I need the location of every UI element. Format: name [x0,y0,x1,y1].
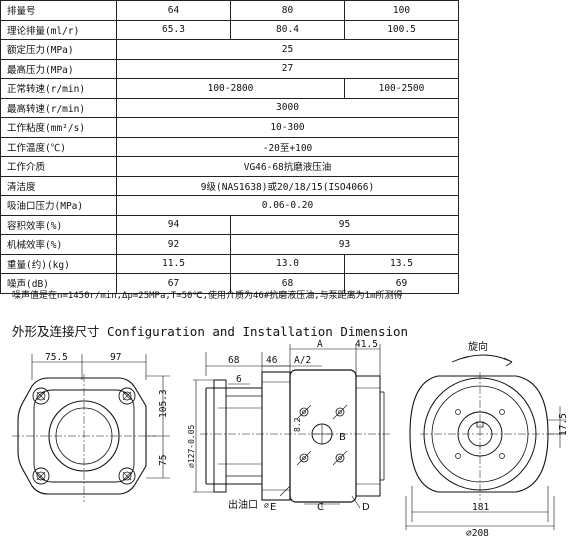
label-b: B [339,432,346,443]
table-row: 额定压力(MPa)25 [0,39,459,60]
dim-6: 6 [236,374,242,385]
dim-dia-127: ⌀127-0.05 [187,424,196,468]
row-label: 清洁度 [0,175,117,196]
dim-41-5: 41.5 [355,339,378,350]
row-label: 额定压力(MPa) [0,39,117,60]
table-cell: 100-2800 [116,78,345,99]
column-header: 100 [344,0,459,21]
row-label: 重量(约)(kg) [0,253,117,274]
table-cell: 68 [230,273,345,294]
table-cell: 25 [116,39,459,60]
label-outlet: 出油口 [228,498,258,511]
label-d: D [362,502,370,513]
row-label: 工作介质 [0,156,117,177]
dimension-drawing: 75.5 97 105.3 75 68 [12,339,569,536]
dim-8-2: 8.2 [293,417,302,432]
table-cell: 10-300 [116,117,459,138]
table-cell: 27 [116,58,459,79]
column-header: 64 [116,0,231,21]
table-cell: 95 [230,214,459,235]
table-cell: 11.5 [116,253,231,274]
dim-75: 75 [158,455,169,466]
row-label: 吸油口压力(MPa) [0,195,117,216]
section-title: 外形及连接尺寸 Configuration and Installation D… [12,324,409,339]
dim-46: 46 [266,355,278,366]
rear-view: 旋向 17.5 181 ⌀208 [405,340,569,536]
dim-105-3: 105.3 [158,389,169,418]
dim-68: 68 [228,355,240,366]
table-row: 最高转速(r/min)3000 [0,97,459,118]
table-cell: 0.06-0.20 [116,195,459,216]
table-cell: 13.0 [230,253,345,274]
row-label: 最高转速(r/min) [0,97,117,118]
row-label: 正常转速(r/min) [0,78,117,99]
table-cell: 9级(NAS1638)或20/18/15(ISO4066) [116,175,459,196]
table-cell: -20至+100 [116,136,459,157]
table-cell: VG46-68抗磨液压油 [116,156,459,177]
table-cell: 13.5 [344,253,459,274]
table-cell: 67 [116,273,231,294]
front-view: 75.5 97 105.3 75 [12,352,170,502]
table-cell: 3000 [116,97,459,118]
row-label: 工作温度(℃) [0,136,117,157]
dim-17-5: 17.5 [558,413,569,436]
dim-97: 97 [110,352,121,363]
row-label: 工作粘度(mm²/s) [0,117,117,138]
dim-a-half: A/2 [294,355,311,366]
table-cell: 100.5 [344,19,459,40]
label-e: E [270,502,276,513]
dim-dia-208: ⌀208 [466,528,489,536]
table-row: 工作粘度(mm²/s)10-300 [0,117,459,138]
row-label: 噪声(dB) [0,273,117,294]
table-row: 工作温度(℃)-20至+100 [0,136,459,157]
table-row: 吸油口压力(MPa)0.06-0.20 [0,195,459,216]
row-label: 最高压力(MPa) [0,58,117,79]
table-row: 最高压力(MPa)27 [0,58,459,79]
row-label: 容积效率(%) [0,214,117,235]
table-cell: 92 [116,234,231,255]
side-view: 68 46 A/2 A 41.5 6 [187,339,392,513]
noise-note: 噪声值是在n=1450r/min,Δp=25MPa,T=50℃,使用介质为46#… [12,291,403,301]
dim-75-5: 75.5 [45,352,68,363]
table-cell: 100-2500 [344,78,459,99]
table-cell: 94 [116,214,231,235]
table-cell: 93 [230,234,459,255]
dim-181: 181 [472,502,489,513]
label-rotation: 旋向 [468,340,488,353]
table-cell: 69 [344,273,459,294]
row-label: 机械效率(%) [0,234,117,255]
column-header: 80 [230,0,345,21]
label-phi: ⌀ [264,501,269,510]
dim-a: A [317,339,323,350]
table-cell: 80.4 [230,19,345,40]
table-cell: 65.3 [116,19,231,40]
label-c: C [317,502,324,513]
row-label: 理论排量(ml/r) [0,19,117,40]
row-label: 排量号 [0,0,117,21]
